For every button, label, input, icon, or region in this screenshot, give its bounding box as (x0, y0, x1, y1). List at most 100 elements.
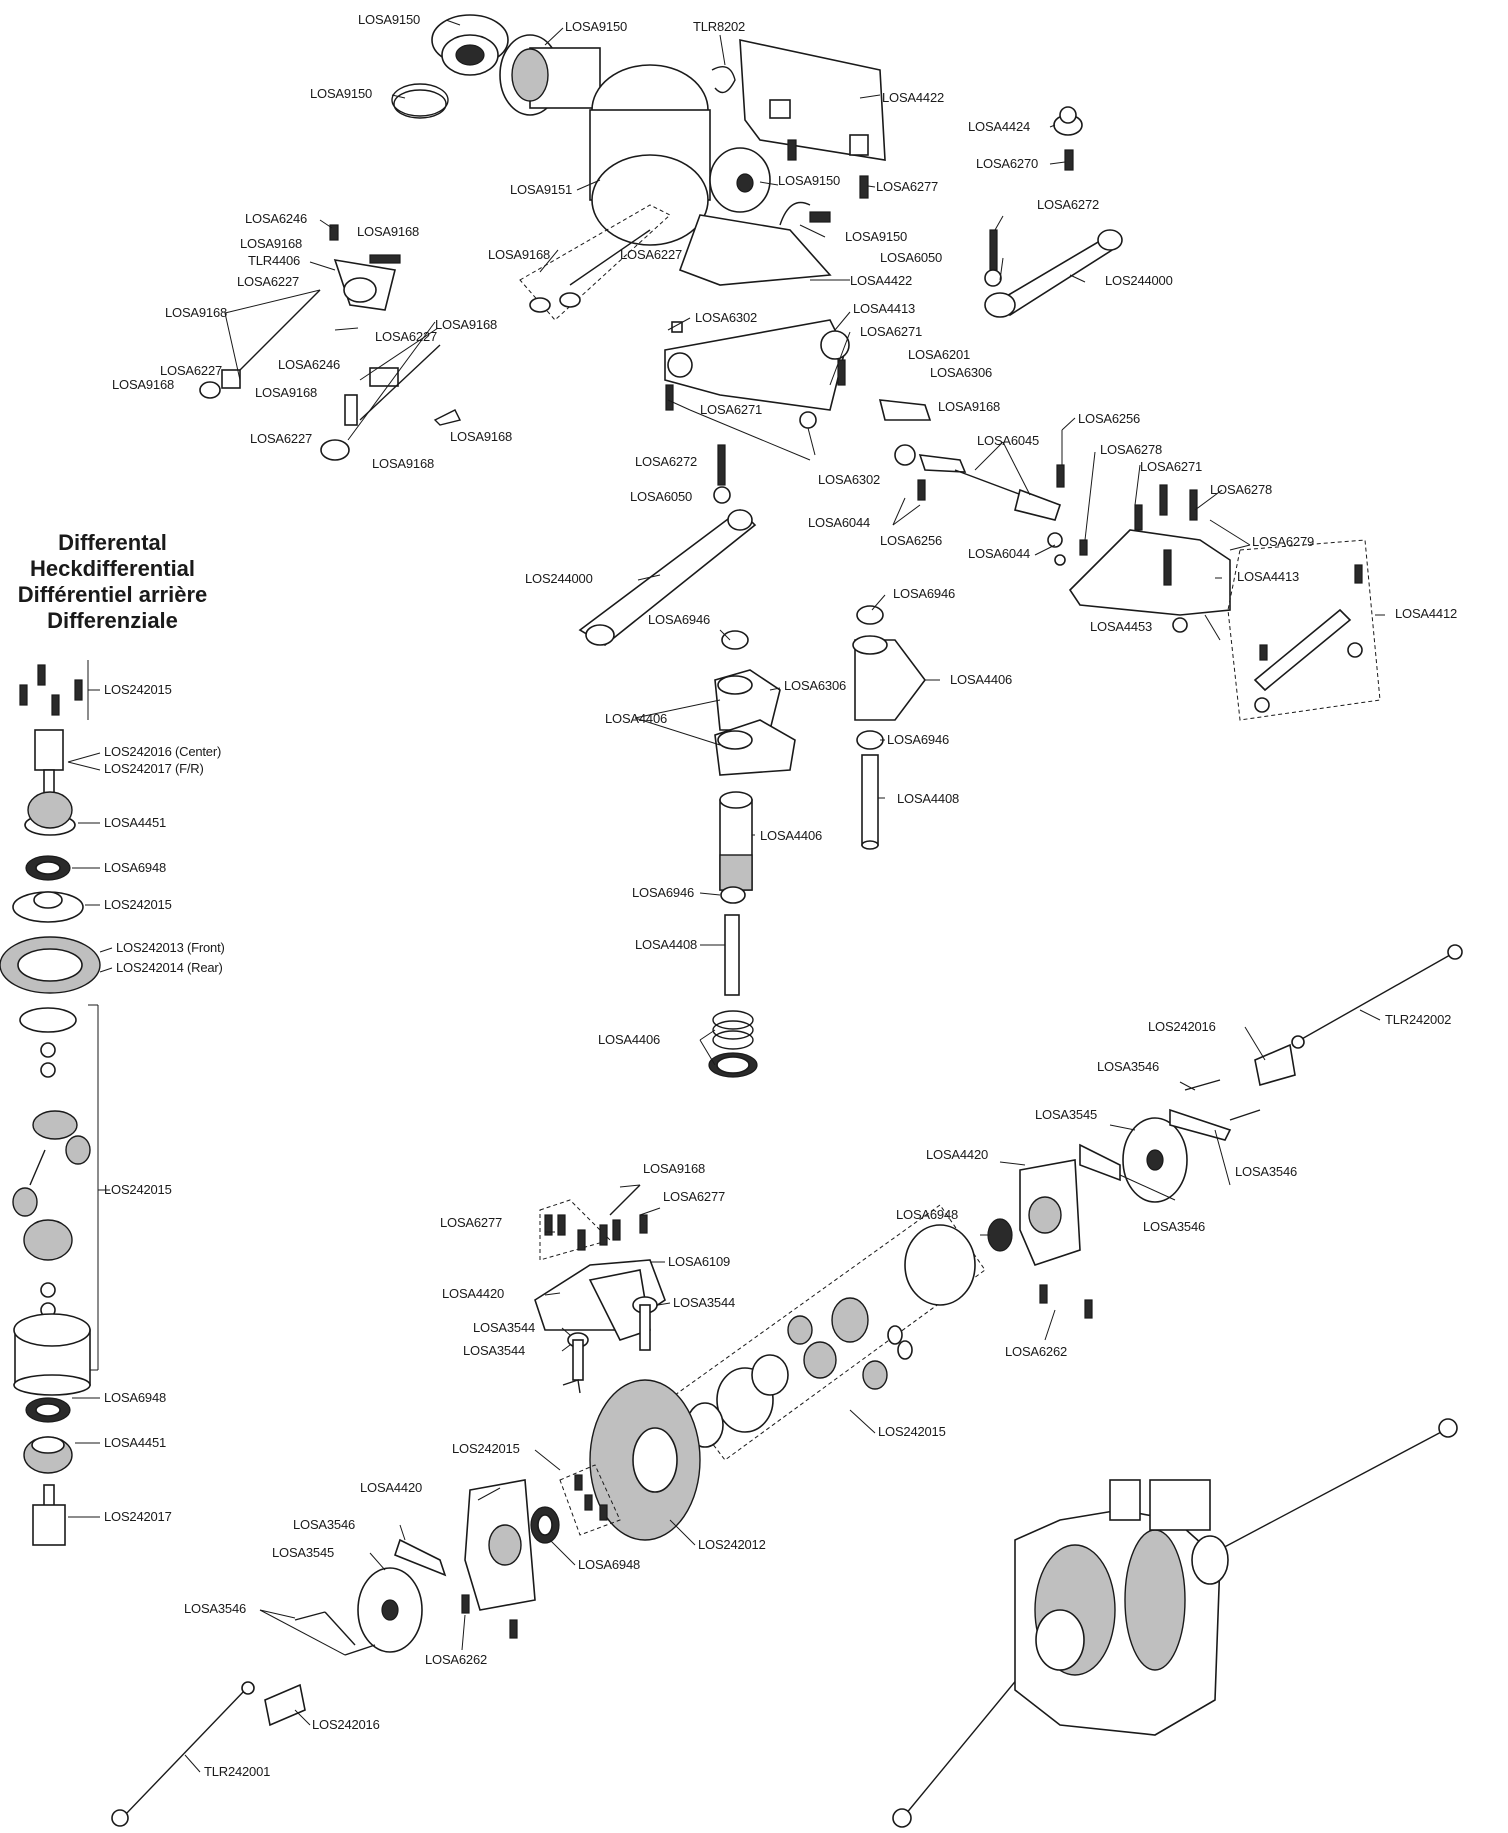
part-label: LOSA4406 (598, 1032, 661, 1047)
part-label: LOS242015 (104, 897, 172, 912)
kingpin-threaded (719, 791, 753, 891)
part-label: LOS242016 (312, 1717, 380, 1732)
part-label: LOSA4408 (897, 791, 960, 806)
part-label: LOSA9168 (255, 385, 318, 400)
part-label: LOSA9150 (565, 19, 628, 34)
pin-screw-right (1184, 1079, 1261, 1121)
upper-gear-cover (534, 1184, 666, 1341)
diff-screws-right (1039, 1284, 1093, 1319)
diff-assembly-dashed (674, 1204, 986, 1461)
servo-saver-disc (709, 147, 771, 213)
part-label: TLR8202 (693, 19, 746, 34)
part-label: TLR4406 (248, 253, 301, 268)
diff-internals (12, 1004, 99, 1396)
link-plate-left (394, 1538, 447, 1577)
part-label: LOS242015 (104, 1182, 172, 1197)
turnbuckle-right (984, 229, 1123, 318)
outdrive-left (264, 1683, 306, 1727)
slipper-plate-right (1122, 1117, 1188, 1203)
part-label: LOSA6050 (630, 489, 693, 504)
part-label: LOSA6277 (876, 179, 939, 194)
part-label: LOSA6227 (160, 363, 223, 378)
part-label: LOSA4420 (926, 1147, 989, 1162)
part-label: LOSA6948 (104, 1390, 167, 1405)
part-label: LOSA3545 (1035, 1107, 1098, 1122)
diff-shim-plate (12, 891, 84, 923)
part-label: LOSA9150 (845, 229, 908, 244)
part-label: LOS242017 (F/R) (104, 761, 204, 776)
title-line-it: Differenziale (47, 608, 178, 633)
part-label: LOSA3545 (272, 1545, 335, 1560)
part-label: LOSA6277 (663, 1189, 726, 1204)
part-label: LOSA6272 (635, 454, 698, 469)
body-clip-pin (711, 66, 736, 94)
part-label: LOSA4420 (360, 1480, 423, 1495)
part-label: LOSA4424 (968, 119, 1031, 134)
part-label: LOSA6050 (880, 250, 943, 265)
part-label: LOSA6278 (1100, 442, 1163, 457)
part-label: LOSA6044 (808, 515, 871, 530)
part-label: TLR242001 (204, 1764, 271, 1779)
part-label: LOSA6109 (668, 1254, 731, 1269)
brace-link (1227, 539, 1381, 721)
part-label: LOS242017 (104, 1509, 172, 1524)
mount-screw (787, 139, 1074, 199)
part-label: LOSA3544 (673, 1295, 736, 1310)
kingpin-upper (861, 754, 879, 850)
part-label: LOSA6946 (648, 612, 711, 627)
part-label: LOSA3546 (184, 1601, 247, 1616)
servo-saver-spring (391, 83, 449, 119)
part-label: LOSA6256 (1078, 411, 1141, 426)
part-label: LOS242014 (Rear) (116, 960, 223, 975)
part-label: LOSA4406 (605, 711, 668, 726)
part-label: LOS242016 (Center) (104, 744, 222, 759)
diff-screws (19, 664, 83, 716)
part-label: LOSA4422 (882, 90, 945, 105)
mud-guard-plate (739, 38, 886, 161)
part-label: LOSA6279 (1252, 534, 1315, 549)
part-label: LOSA4451 (104, 815, 167, 830)
bearing-upper (721, 605, 884, 750)
diff-outdrive (34, 729, 64, 796)
diff-screws-left (461, 1594, 518, 1639)
part-label: LOSA6948 (578, 1557, 641, 1572)
title-line-fr: Différentiel arrière (17, 582, 208, 607)
bushing-pins (562, 1296, 658, 1394)
diff-cap-lower (23, 1436, 73, 1474)
diff-cap (24, 791, 76, 836)
part-label: LOS244000 (525, 571, 593, 586)
part-label: LOSA6948 (104, 860, 167, 875)
part-label: LOSA6278 (1210, 482, 1273, 497)
leader-lines (67, 19, 1385, 1773)
part-label: LOSA6306 (784, 678, 847, 693)
spring-washer (708, 1010, 758, 1078)
part-label: LOSA3544 (473, 1320, 536, 1335)
diff-case-left (464, 1479, 536, 1611)
part-label: LOSA9168 (938, 399, 1001, 414)
part-label: LOSA6306 (930, 365, 993, 380)
servo-mount-bracket (678, 201, 832, 286)
part-label: LOSA6946 (887, 732, 950, 747)
diff-bearing (25, 855, 71, 881)
part-label: LOSA6262 (425, 1652, 488, 1667)
part-label: LOS242015 (452, 1441, 520, 1456)
part-label: LOSA4453 (1090, 619, 1153, 634)
part-label: LOS244000 (1105, 273, 1173, 288)
steering-arm (878, 399, 1066, 566)
dogbone-right (1291, 944, 1463, 1049)
part-label: LOSA6271 (1140, 459, 1203, 474)
differential-title: Differental Heckdifferential Différentie… (0, 530, 225, 634)
part-label: LOSA6277 (440, 1215, 503, 1230)
part-label: LOSA6044 (968, 546, 1031, 561)
part-label: LOSA4413 (853, 301, 916, 316)
spur-gear-screws (559, 1464, 621, 1536)
part-label: LOSA9151 (510, 182, 573, 197)
part-label: LOSA9168 (435, 317, 498, 332)
part-label: LOSA6227 (620, 247, 683, 262)
assembled-transmission (892, 1418, 1458, 1828)
part-label: LOSA3546 (1143, 1219, 1206, 1234)
pushrod-link (578, 508, 757, 646)
part-label: LOSA9168 (450, 429, 513, 444)
part-label: LOSA4422 (850, 273, 913, 288)
